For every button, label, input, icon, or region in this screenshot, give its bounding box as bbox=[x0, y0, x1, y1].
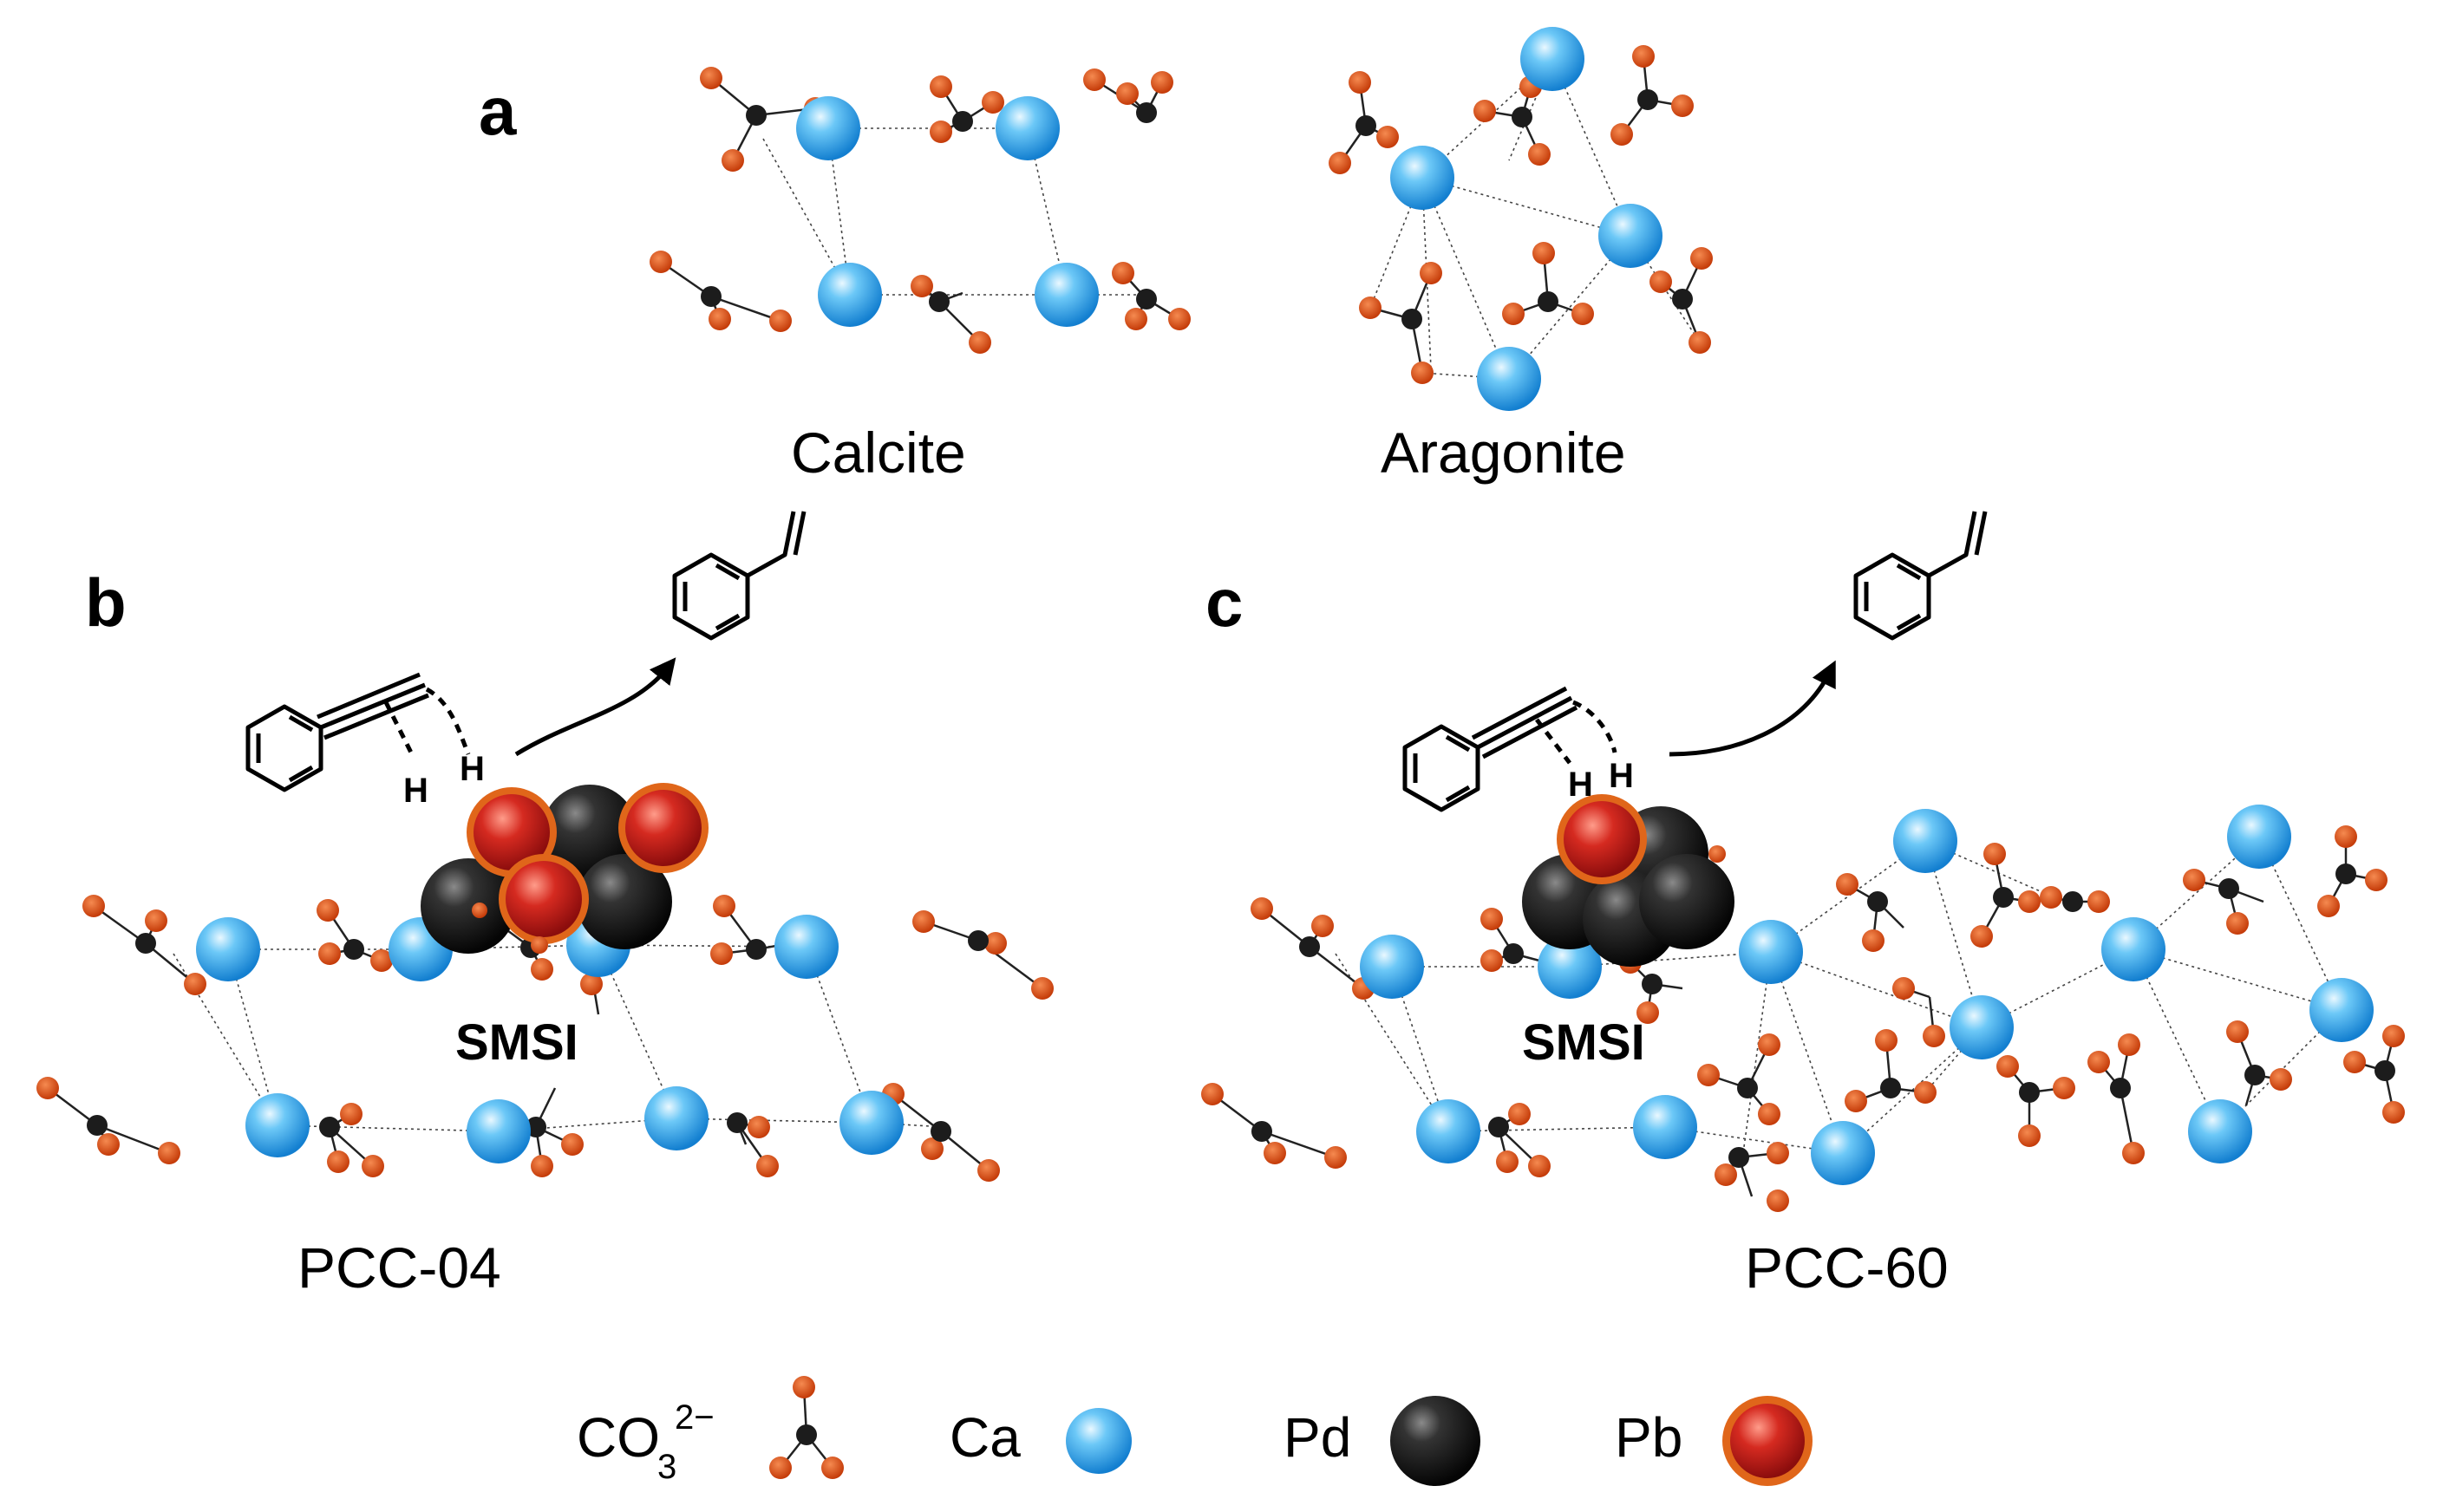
pcc04-carbonates bbox=[36, 895, 1054, 1182]
legend-palladium: Pd bbox=[1284, 1396, 1480, 1486]
pcc04-calcium-ions bbox=[196, 913, 904, 1163]
h-atom-b2: H bbox=[460, 750, 485, 788]
styrene-product-c bbox=[1853, 511, 1988, 641]
panel-c-label: c bbox=[1205, 564, 1243, 641]
legend-lead: Pb bbox=[1615, 1396, 1813, 1486]
svg-text:CO: CO bbox=[577, 1406, 660, 1469]
legend-lead-label: Pb bbox=[1615, 1406, 1682, 1469]
carbon-swatch bbox=[796, 1424, 817, 1445]
pcc60-carbonates bbox=[1201, 825, 2405, 1212]
pcc04-label: PCC-04 bbox=[297, 1235, 501, 1300]
reaction-arrow-b bbox=[514, 657, 676, 757]
panel-a-label: a bbox=[479, 73, 517, 149]
pcc60-calcium-ions bbox=[1360, 805, 2374, 1185]
legend-carbonate-superscript: 2− bbox=[675, 1398, 715, 1437]
h-atom-b1: H bbox=[403, 772, 428, 810]
aragonite-label: Aragonite bbox=[1381, 420, 1626, 485]
legend-palladium-label: Pd bbox=[1284, 1406, 1351, 1469]
palladium-swatch bbox=[1390, 1396, 1480, 1486]
h-atom-c2: H bbox=[1609, 757, 1634, 795]
calcite-structure bbox=[650, 67, 1191, 354]
legend: CO 3 2− Ca Pd Pb bbox=[577, 1376, 1813, 1486]
oxygen-swatch bbox=[793, 1376, 815, 1398]
phenylacetylene-reactant-c: H H bbox=[1402, 686, 1634, 812]
calcium-swatch bbox=[1066, 1408, 1132, 1474]
lead-swatch bbox=[1730, 1404, 1805, 1478]
legend-calcium-label: Ca bbox=[950, 1406, 1021, 1469]
pcc60-label: PCC-60 bbox=[1745, 1235, 1949, 1300]
aragonite-structure bbox=[1329, 27, 1713, 411]
styrene-product-b bbox=[672, 511, 807, 641]
smsi-label-b: SMSI bbox=[455, 1014, 578, 1071]
panel-b-label: b bbox=[85, 564, 127, 641]
calcite-label: Calcite bbox=[791, 420, 966, 485]
phenylacetylene-reactant-b: H H bbox=[245, 672, 485, 810]
reaction-arrow-c bbox=[1669, 660, 1836, 757]
pdpb-cluster-c bbox=[1522, 794, 1734, 967]
legend-calcium: Ca bbox=[950, 1406, 1132, 1474]
legend-carbonate-label: CO bbox=[577, 1406, 660, 1469]
smsi-label-c: SMSI bbox=[1522, 1014, 1645, 1071]
legend-carbonate-subscript: 3 bbox=[657, 1448, 676, 1486]
pdpb-cluster-b bbox=[421, 783, 709, 954]
legend-carbonate: CO 3 2− bbox=[577, 1376, 844, 1486]
